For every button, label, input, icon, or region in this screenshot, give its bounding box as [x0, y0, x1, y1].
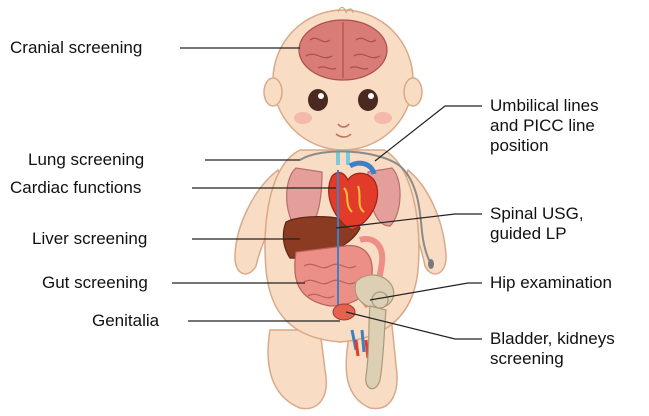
label-umbilical-line-1: Umbilical lines — [490, 96, 599, 116]
label-genitalia: Genitalia — [92, 311, 159, 331]
label-bladder-line-1: Bladder, kidneys — [490, 329, 615, 349]
label-umbilical-line-3: position — [490, 136, 599, 156]
label-cranial-screening: Cranial screening — [10, 38, 142, 58]
brain — [299, 20, 387, 80]
label-gut-screening: Gut screening — [42, 273, 148, 293]
label-umbilical-line-2: and PICC line — [490, 116, 599, 136]
label-spinal-line-1: Spinal USG, — [490, 204, 584, 224]
label-hip-examination: Hip examination — [490, 273, 612, 293]
label-spinal-line-2: guided LP — [490, 224, 584, 244]
label-umbilical-lines: Umbilical lines and PICC line position — [490, 96, 599, 156]
label-bladder-line-2: screening — [490, 349, 615, 369]
label-bladder-kidneys: Bladder, kidneys screening — [490, 329, 615, 369]
label-lung-screening: Lung screening — [28, 150, 144, 170]
label-cardiac-functions: Cardiac functions — [10, 178, 141, 198]
picc-line-tip — [428, 259, 434, 269]
label-liver-screening: Liver screening — [32, 229, 147, 249]
label-spinal-usg: Spinal USG, guided LP — [490, 204, 584, 244]
